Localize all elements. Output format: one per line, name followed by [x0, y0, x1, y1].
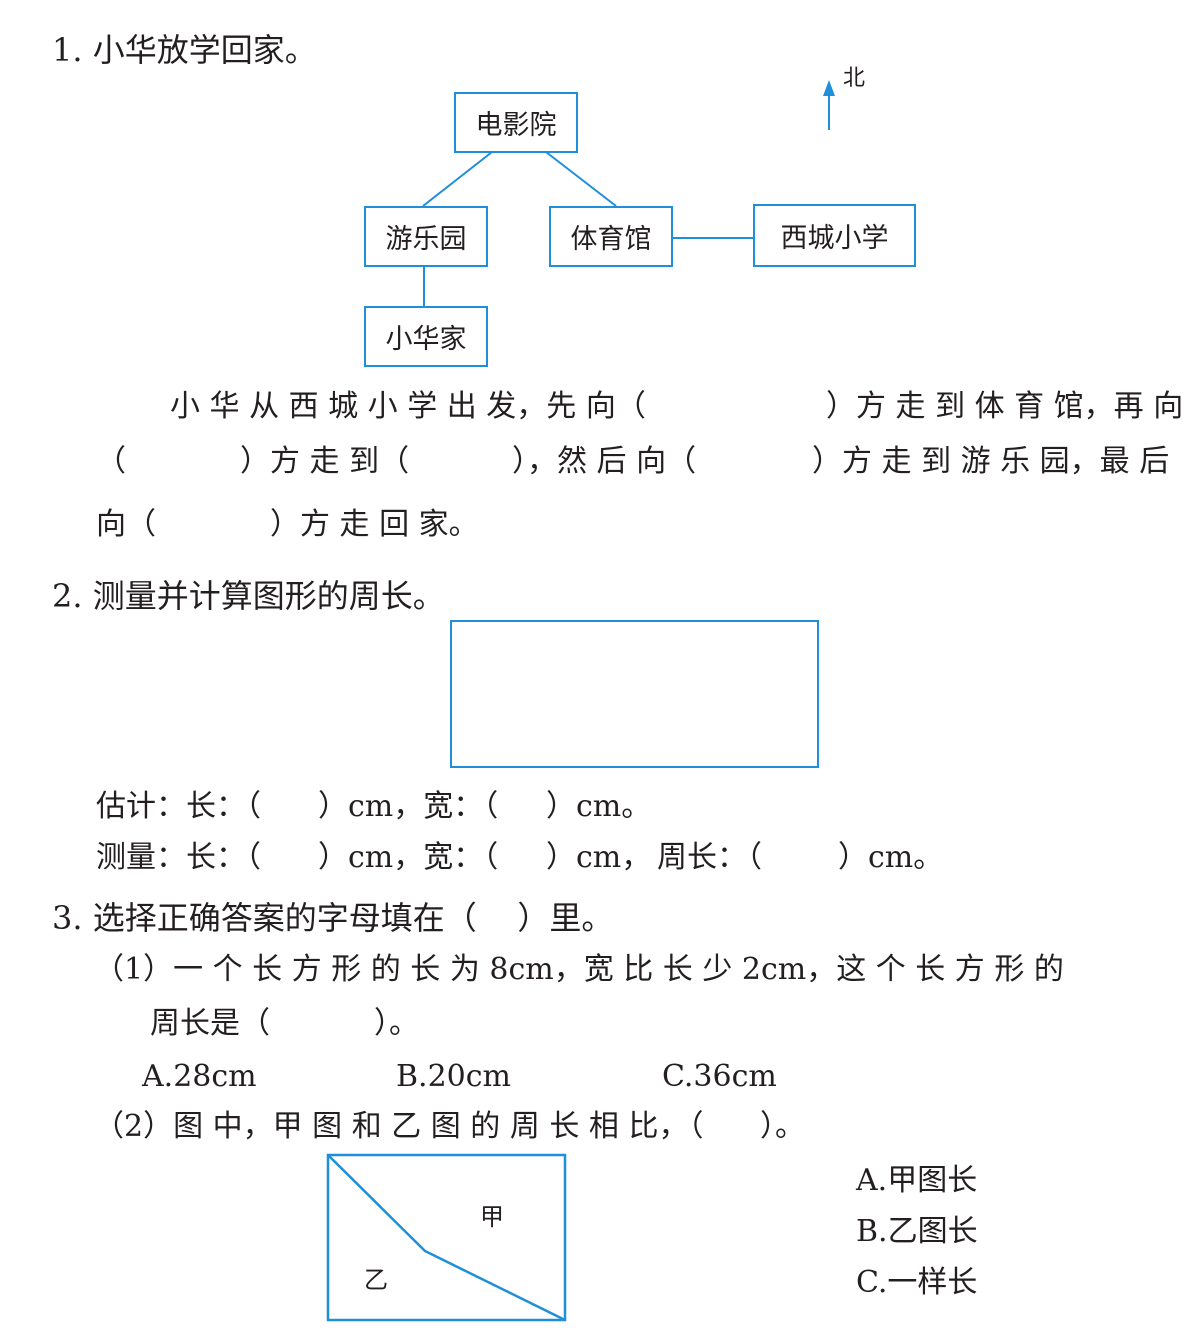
q2-measure-c: ）cm，: [546, 840, 652, 875]
q3-choice-a: A.甲图长: [856, 1163, 978, 1198]
q3-option-a: A.28cm: [142, 1059, 257, 1094]
north-arrow-icon: [822, 80, 836, 130]
q1-title: 1. 小华放学回家。: [52, 31, 317, 69]
q2-title: 2. 测量并计算图形的周长。: [52, 577, 445, 615]
place-school: 西城小学: [753, 204, 916, 267]
q3-part2-close: ）。: [760, 1109, 805, 1144]
q3-part2-text: （2）图 中，甲 图 和 乙 图 的 周 长 相 比，（: [94, 1109, 704, 1144]
q2-perimeter-a: 周长：（: [657, 840, 762, 875]
q3-choice-c: C.一样长: [856, 1265, 978, 1300]
place-gym: 体育馆: [549, 206, 673, 267]
place-home: 小华家: [364, 306, 488, 367]
q3-part1-line1: （1）一 个 长 方 形 的 长 为 8cm，宽 比 长 少 2cm，这 个 长…: [94, 952, 1064, 987]
q3-title: 3. 选择正确答案的字母填在（ ）里。: [52, 899, 614, 937]
q1-text-line2a: （: [96, 444, 126, 479]
q1-text-line1b: ）方 走 到 体 育 馆，再 向: [826, 389, 1184, 424]
q2-estimate-a: 估计：长：（: [96, 789, 261, 824]
q3-part1-line2a: 周长是（: [150, 1006, 270, 1041]
label-jia: 甲: [480, 1203, 504, 1231]
q3-option-c: C.36cm: [662, 1059, 777, 1094]
q1-text-line2d: ）方 走 到 游 乐 园，最 后: [812, 444, 1170, 479]
q1-text-line2c: ），然 后 向（: [512, 444, 697, 479]
q2-measure-b: ）cm，宽：（: [318, 840, 499, 875]
q2-perimeter-b: ）cm。: [838, 840, 944, 875]
north-label: 北: [843, 66, 866, 91]
label-yi: 乙: [364, 1266, 388, 1294]
q1-text-line3a: 向（: [96, 507, 156, 542]
q3-choice-b: B.乙图长: [856, 1214, 978, 1249]
q2-estimate-b: ）cm，宽：（: [318, 789, 499, 824]
q2-estimate-c: ）cm。: [546, 789, 652, 824]
place-park: 游乐园: [364, 206, 488, 267]
q2-rectangle: [451, 621, 818, 767]
place-cinema: 电影院: [454, 92, 578, 153]
q1-text-line2b: ）方 走 到（: [240, 444, 410, 479]
q1-text-line1a: 小 华 从 西 城 小 学 出 发，先 向（: [170, 389, 646, 424]
q3-part1-line2b: ）。: [374, 1006, 419, 1041]
q1-text-line3b: ）方 走 回 家。: [270, 507, 479, 542]
q3-split-rectangle: [328, 1155, 565, 1320]
q3-option-b: B.20cm: [396, 1059, 512, 1094]
q2-measure-a: 测量：长：（: [96, 840, 261, 875]
